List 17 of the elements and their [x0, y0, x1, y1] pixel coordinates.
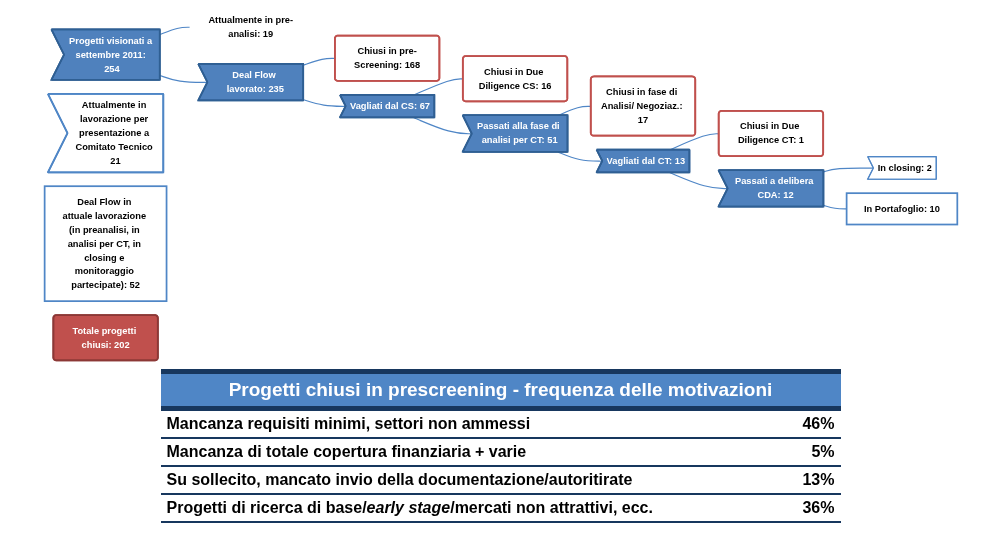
connector [159, 26, 190, 36]
reason-cell: Progetti di ricerca di base/early stage/mercati non attrattivi, ecc. [160, 494, 786, 522]
table-header: Progetti chiusi in prescreening - frequenza delle motivazioni [160, 371, 841, 409]
percentage-cell: 46% [785, 408, 841, 438]
node-box: Deal Flow in attuale lavorazione (in preanalisi, in analisi per CT, in closing e monitoraggio partecipate): 52 [43, 185, 167, 302]
reason-cell: Mancanza requisiti minimi, settori non ammessi [160, 408, 786, 438]
node-box: In Portafoglio: 10 [845, 192, 958, 226]
percentage-cell: 13% [785, 466, 841, 494]
percentage-cell: 36% [785, 494, 841, 522]
connector [159, 74, 208, 83]
connector [822, 204, 847, 210]
percentage-cell: 5% [785, 438, 841, 466]
reason-cell: Mancanza di totale copertura finanziaria + varie [160, 438, 786, 466]
node-text: Attualmente in pre-analisi: 19 [207, 15, 293, 39]
connector [302, 99, 346, 107]
connector [822, 167, 874, 173]
reason-cell: Su sollecito, mancato invio della documentazione/autoritirate [160, 466, 786, 494]
